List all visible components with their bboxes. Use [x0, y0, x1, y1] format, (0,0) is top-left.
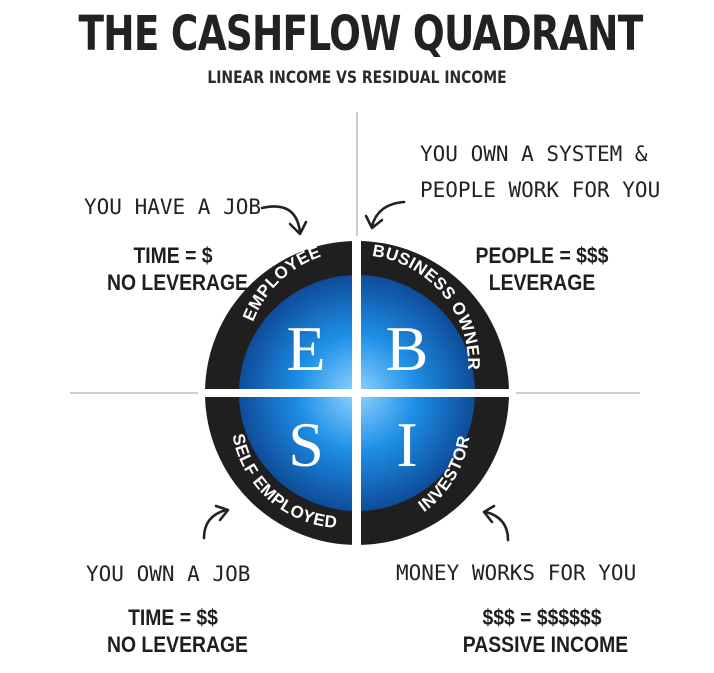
note-investor: MONEY WORKS FOR YOU — [396, 561, 637, 585]
stat-self-employed-line2: NO LEVERAGE — [107, 632, 248, 657]
note-business-owner-line1: YOU OWN A SYSTEM & — [420, 142, 648, 166]
arrow-self-employed-icon — [202, 504, 230, 540]
stat-self-employed-line1: TIME = $$ — [128, 605, 218, 630]
note-business-owner-line2: PEOPLE WORK FOR YOU — [420, 178, 661, 202]
stat-business-owner: PEOPLE = $$$ LEVERAGE — [472, 242, 613, 296]
stat-business-owner-line2: LEVERAGE — [488, 270, 596, 295]
stat-business-owner-line1: PEOPLE = $$$ — [475, 243, 609, 268]
page-title: THE CASHFLOW QUADRANT — [78, 6, 644, 62]
stat-self-employed: TIME = $$ NO LEVERAGE — [107, 604, 248, 658]
arrow-investor-icon — [482, 504, 510, 542]
note-employee: YOU HAVE A JOB — [84, 195, 262, 219]
horizontal-gap — [198, 389, 516, 397]
note-self-employed: YOU OWN A JOB — [86, 562, 251, 586]
stat-employee-line2: NO LEVERAGE — [107, 270, 248, 295]
arrow-business-owner-icon — [364, 200, 406, 230]
stat-investor-line1: $$$ = $$$$$$ — [482, 605, 602, 630]
stat-employee-line1: TIME = $ — [133, 243, 213, 268]
letter-i: I — [396, 409, 417, 480]
stat-employee: TIME = $ NO LEVERAGE — [107, 242, 248, 296]
letter-b: B — [386, 313, 429, 384]
page-subtitle: LINEAR INCOME VS RESIDUAL INCOME — [207, 68, 507, 88]
letter-s: S — [288, 409, 324, 480]
stat-investor: $$$ = $$$$$$ PASSIVE INCOME — [462, 604, 629, 658]
arrow-employee-icon — [260, 205, 308, 236]
stat-investor-line2: PASSIVE INCOME — [462, 632, 629, 657]
letter-e: E — [286, 313, 325, 384]
